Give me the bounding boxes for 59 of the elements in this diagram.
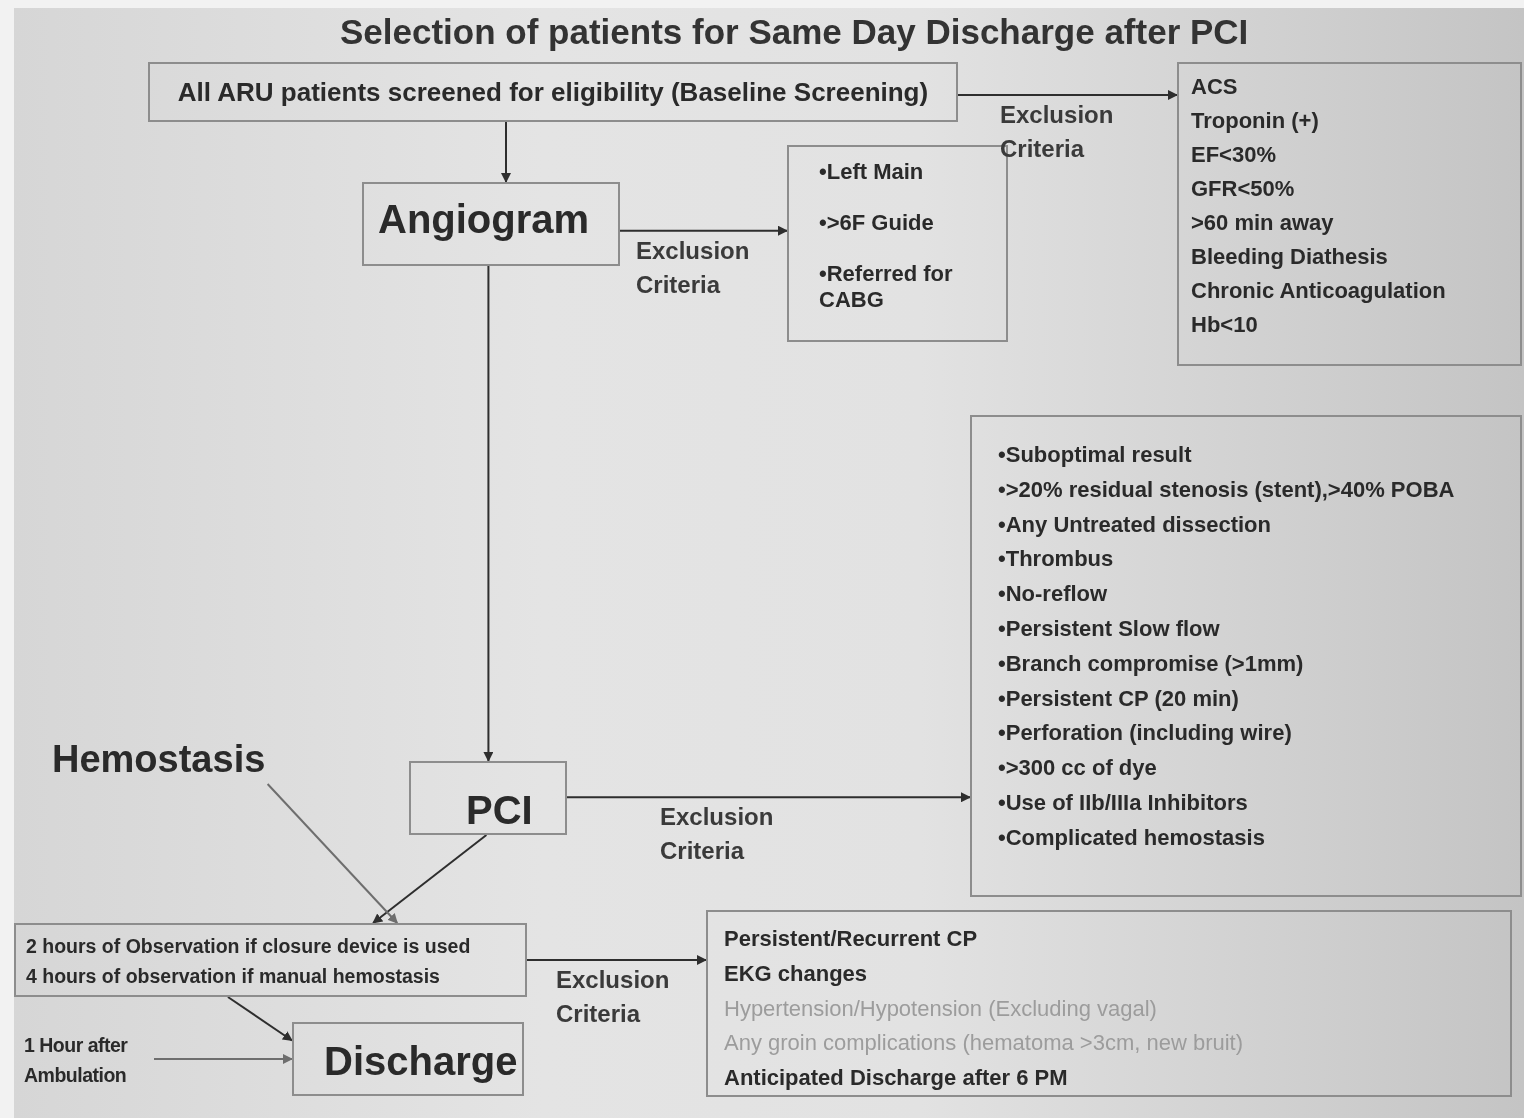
edge-label: Exclusion Criteria — [636, 235, 750, 300]
process-box — [706, 910, 1512, 1097]
box-text: •Suboptimal result — [998, 441, 1193, 469]
process-box — [148, 62, 958, 122]
edge-label: Exclusion Criteria — [556, 965, 670, 1029]
process-box — [409, 761, 567, 835]
box-text: •Persistent CP (20 min) — [998, 684, 1240, 713]
box-text: Discharge — [324, 1038, 519, 1084]
box-text: •>300 cc of dye — [998, 754, 1158, 783]
box-text: 4 hours of observation if manual hemostasis — [26, 964, 441, 989]
process-box — [970, 415, 1522, 897]
box-text: GFR<50% — [1191, 175, 1296, 203]
box-text: Anticipated Discharge after 6 PM — [724, 1064, 1069, 1093]
box-text: Troponin (+) — [1191, 107, 1320, 135]
arrow — [619, 225, 788, 236]
arrow — [483, 265, 494, 762]
box-text: •Use of IIb/IIIa Inhibitors — [998, 788, 1249, 817]
arrow — [501, 121, 511, 183]
box-text: ACS — [1191, 73, 1239, 101]
side-label: 1 Hour after Ambulation — [24, 1030, 154, 1088]
diagram-title: Selection of patients for Same Day Discharge after PCI — [340, 12, 1249, 52]
box-text: Hypertension/Hypotension (Excluding vagal) — [724, 994, 1158, 1023]
box-text: EKG changes — [724, 959, 869, 988]
box-text: Bleeding Diathesis — [1191, 243, 1389, 271]
box-text: 2 hours of Observation if closure device is used — [26, 934, 472, 959]
process-box — [1177, 62, 1522, 366]
box-text: •Branch compromise (>1mm) — [998, 649, 1305, 678]
arrow — [153, 1054, 293, 1064]
arrow — [226, 996, 293, 1042]
box-text: Persistent/Recurrent CP — [724, 925, 979, 953]
box-text: •No-reflow — [998, 580, 1109, 609]
process-box — [14, 923, 527, 997]
side-label: Hemostasis — [52, 736, 272, 784]
box-text: •Persistent Slow flow — [998, 615, 1221, 643]
box-text: EF<30% — [1191, 141, 1277, 169]
arrow — [372, 834, 488, 924]
box-text: •Any Untreated dissection — [998, 510, 1272, 539]
box-text: Hb<10 — [1191, 311, 1259, 339]
box-text: >60 min away — [1191, 209, 1335, 237]
box-text: •Referred for CABG — [819, 261, 954, 313]
box-text: •Complicated hemostasis — [998, 823, 1266, 852]
box-text: Chronic Anticoagulation — [1191, 277, 1447, 305]
process-box — [362, 182, 620, 266]
box-text: PCI — [466, 787, 534, 833]
box-text: All ARU patients screened for eligibility (Baseline Screening) — [176, 77, 930, 107]
arrow — [266, 783, 399, 924]
arrow — [526, 955, 707, 965]
box-text: •Perforation (including wire) — [998, 719, 1293, 748]
process-box — [292, 1022, 524, 1096]
edge-label: Exclusion Criteria — [660, 802, 774, 867]
box-text: •>6F Guide — [819, 210, 935, 236]
box-text: Angiogram — [378, 196, 591, 242]
edge-label: Exclusion Criteria — [1000, 100, 1114, 164]
box-text: •Left Main — [819, 159, 925, 185]
arrow — [957, 90, 1178, 100]
box-text: •Thrombus — [998, 545, 1115, 574]
arrow — [566, 792, 971, 803]
box-text: •>20% residual stenosis (stent),>40% POBA — [998, 475, 1456, 504]
box-text: Any groin complications (hematoma >3cm, new bruit) — [724, 1029, 1245, 1058]
